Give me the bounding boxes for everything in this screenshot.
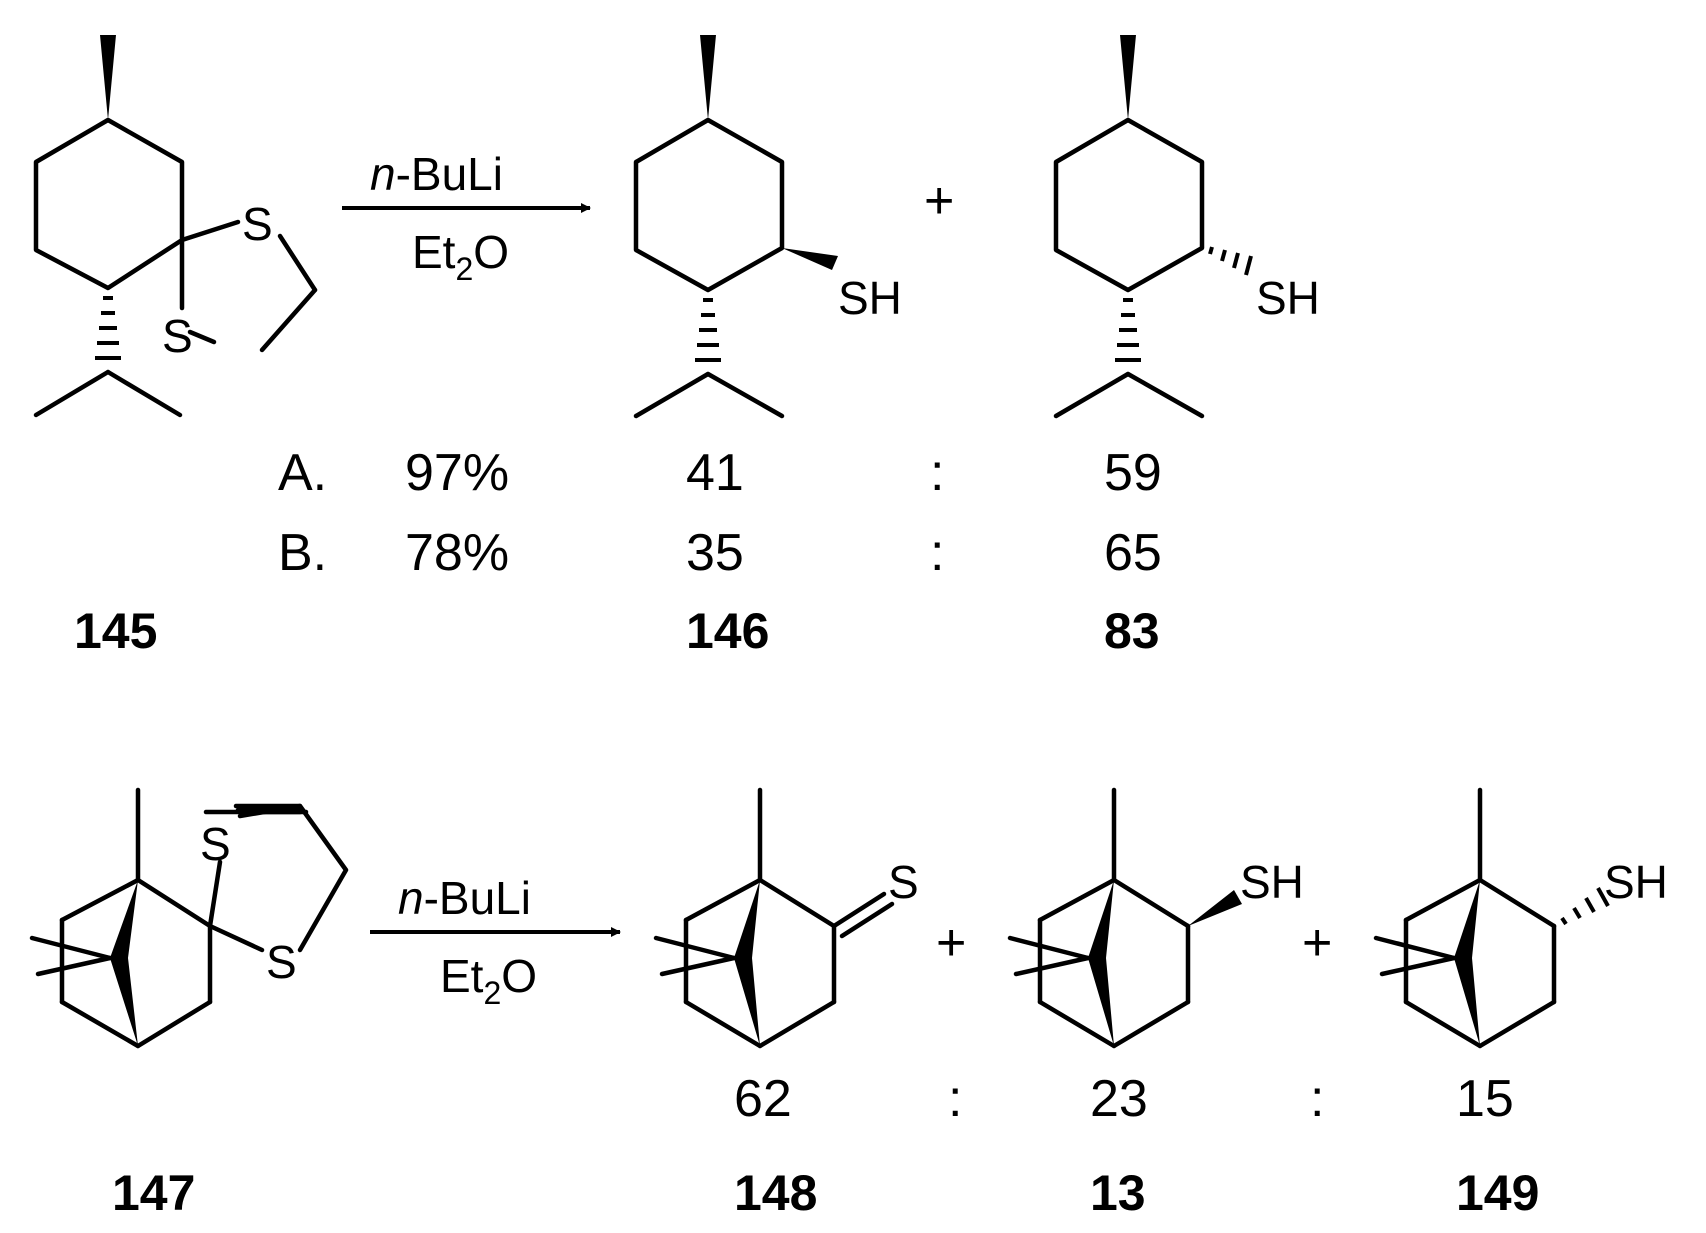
thiol-label: SH: [1256, 272, 1320, 324]
sulfur-atom-label: S: [242, 198, 273, 250]
condition-label: A.: [278, 444, 327, 502]
structure-145: [33, 117, 318, 418]
sulfur-atom-label: S: [266, 936, 297, 988]
wedge-bond: [1088, 880, 1114, 1046]
compound-number: 13: [1090, 1165, 1146, 1221]
plus-sign: +: [1302, 914, 1332, 972]
ratio-value: 41: [686, 444, 744, 502]
sulfur-atom-label: S: [200, 818, 231, 870]
ratio-value: 15: [1456, 1070, 1514, 1128]
thiol-label: SH: [1604, 856, 1668, 908]
plus-sign: +: [936, 914, 966, 972]
reagent-top: n-BuLi: [398, 872, 531, 924]
ratio-value: 62: [734, 1070, 792, 1128]
structure-149: [1373, 787, 1557, 1049]
plus-sign: +: [924, 172, 954, 230]
thiol-label: SH: [838, 272, 902, 324]
structure-147: [29, 787, 349, 1049]
reagent-bottom: Et2O: [412, 226, 509, 287]
wedge-bond: [100, 35, 116, 120]
wedge-bond: [1454, 880, 1480, 1046]
ratio-separator: :: [930, 524, 944, 582]
ratio-separator: :: [930, 444, 944, 502]
compound-number: 149: [1456, 1165, 1539, 1221]
wedge-bond: [782, 248, 838, 270]
hash-bond: [1115, 246, 1253, 362]
structure-148: [653, 787, 895, 1049]
condition-yield: 97%: [405, 444, 509, 502]
ratio-separator: :: [948, 1070, 962, 1128]
ratio-separator: :: [1310, 1070, 1324, 1128]
condition-label: B.: [278, 524, 327, 582]
structure-146: [633, 117, 785, 419]
hash-bond: [95, 296, 121, 360]
ratio-value: 23: [1090, 1070, 1148, 1128]
reagent-bottom: Et2O: [440, 950, 537, 1011]
ratio-value: 35: [686, 524, 744, 582]
sulfur-atom-label: S: [888, 856, 919, 908]
compound-number: 148: [734, 1165, 817, 1221]
structure-83: [1053, 117, 1205, 419]
structure-13: [1007, 787, 1191, 1049]
wedge-bond: [700, 35, 716, 120]
compound-number: 147: [112, 1165, 195, 1221]
thiol-label: SH: [1240, 856, 1304, 908]
wedge-bond: [1188, 890, 1242, 926]
ratio-value: 65: [1104, 524, 1162, 582]
wedge-bond: [110, 880, 138, 1046]
wedge-bond: [734, 880, 760, 1046]
ratio-value: 59: [1104, 444, 1162, 502]
compound-number: 83: [1104, 603, 1160, 659]
compound-number: 145: [74, 603, 157, 659]
hash-bond: [1560, 887, 1610, 926]
compound-number: 146: [686, 603, 769, 659]
wedge-bond: [1120, 35, 1136, 120]
reagent-top: n-BuLi: [370, 148, 503, 200]
hash-bond: [695, 298, 721, 362]
condition-yield: 78%: [405, 524, 509, 582]
sulfur-atom-label: S: [162, 310, 193, 362]
